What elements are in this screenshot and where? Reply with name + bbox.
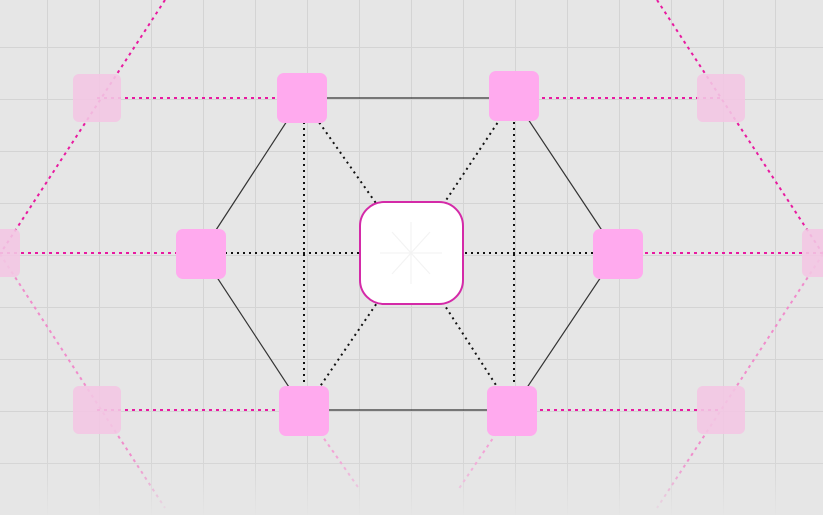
- hexagon-node[interactable]: [176, 229, 226, 279]
- hexagon-node[interactable]: [277, 73, 327, 123]
- outer-hexagon-edge: [0, 253, 166, 509]
- bottom-tails: [303, 409, 513, 491]
- inner-connection: [303, 252, 412, 411]
- hexagon-node[interactable]: [279, 386, 329, 436]
- inner-connection: [410, 97, 515, 254]
- hexagon-edge: [200, 252, 305, 411]
- hexagon-nodes: [176, 71, 643, 436]
- inner-connection: [410, 252, 513, 411]
- hexagon-node[interactable]: [487, 386, 537, 436]
- hexagon-edge: [513, 97, 618, 254]
- hexagon-edge: [511, 252, 618, 411]
- outer-spokes: [0, 97, 823, 411]
- outer-node[interactable]: [73, 74, 121, 122]
- outer-node[interactable]: [0, 229, 20, 277]
- outer-hexagon-edge: [656, 0, 823, 255]
- outer-node[interactable]: [802, 229, 823, 277]
- outer-hexagon-edge: [656, 253, 823, 509]
- outer-node[interactable]: [697, 74, 745, 122]
- outer-hexagon-edge: [0, 0, 166, 255]
- hexagon-edges: [200, 97, 618, 411]
- hexagon-edge: [200, 97, 303, 254]
- outer-node[interactable]: [697, 386, 745, 434]
- hexagon-node[interactable]: [489, 71, 539, 121]
- outer-nodes: [0, 74, 823, 434]
- sparkle-icon: [380, 222, 442, 284]
- outer-node[interactable]: [73, 386, 121, 434]
- center-node[interactable]: [359, 201, 464, 305]
- hexagon-node[interactable]: [593, 229, 643, 279]
